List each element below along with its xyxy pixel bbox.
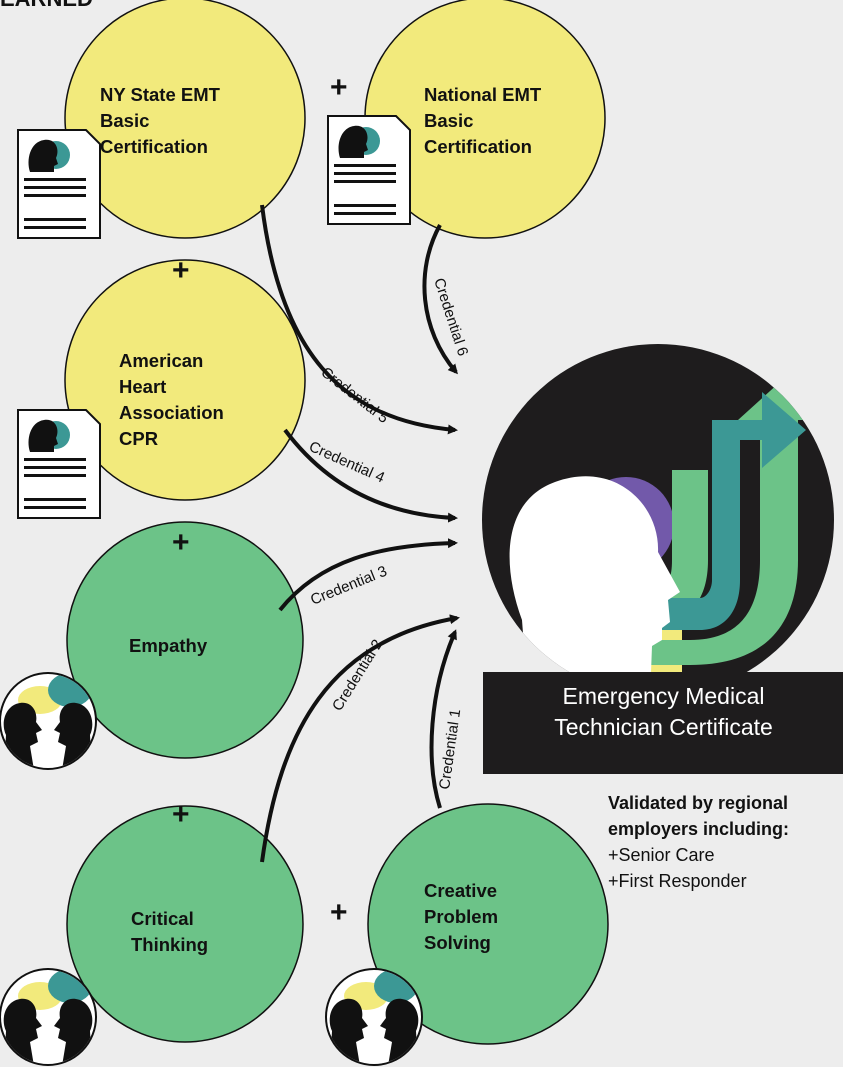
credential-2-arrow xyxy=(260,614,460,863)
credential-label: Credential 3 xyxy=(308,563,389,609)
plus-sign: + xyxy=(330,896,348,929)
conversation-icon xyxy=(0,968,97,1066)
document-icon xyxy=(327,115,411,225)
credential-label: Credential 4 xyxy=(306,438,387,486)
node-creative-label: Creative Problem Solving xyxy=(424,880,499,953)
plus-sign: + xyxy=(172,798,190,831)
node-critical-label: Critical Thinking xyxy=(131,908,209,955)
certificate-title: Emergency Medical Technician Certificate xyxy=(554,683,773,740)
node-ny-state-circle xyxy=(64,0,306,239)
node-creative-circle xyxy=(367,803,609,1045)
credential-1-arrow xyxy=(429,629,457,809)
credential-label: Credential 5 xyxy=(318,364,392,427)
conversation-icon xyxy=(0,672,97,770)
document-icon xyxy=(17,129,101,239)
conversation-icon xyxy=(325,968,423,1066)
node-national-label: National EMT Basic Certification xyxy=(424,84,542,157)
node-aha-label: American Heart Association CPR xyxy=(119,350,224,449)
credential-label: Credential 1 xyxy=(436,708,464,790)
page-header: EARNED xyxy=(0,0,93,12)
plus-sign: + xyxy=(330,71,348,104)
plus-sign: + xyxy=(172,526,190,559)
plus-sign: + xyxy=(172,254,190,287)
node-ny-state-label: NY State EMT Basic Certification xyxy=(100,84,220,157)
node-empathy-circle xyxy=(66,521,304,759)
certificate-box xyxy=(483,672,843,774)
node-critical-circle xyxy=(66,805,304,1043)
validation-note: Validated by regional employers includin… xyxy=(608,793,790,891)
credential-5-arrow xyxy=(260,204,458,435)
document-icon xyxy=(17,409,101,519)
credential-3-arrow xyxy=(278,538,458,612)
node-empathy-label: Empathy xyxy=(129,635,208,656)
credential-6-arrow xyxy=(422,224,458,375)
credential-4-arrow xyxy=(283,428,458,523)
career-icon xyxy=(482,344,834,696)
node-aha-circle xyxy=(64,259,306,501)
